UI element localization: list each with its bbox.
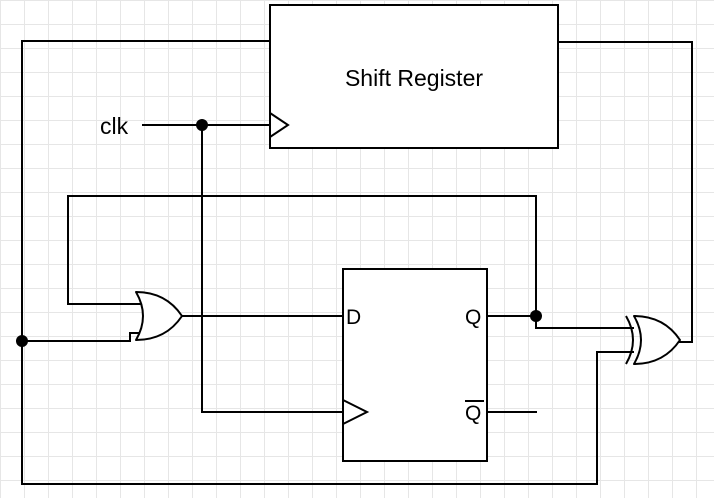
xor-gate [633, 315, 681, 365]
q-junction-dot [530, 310, 542, 322]
flipflop-qbar-label: Q [465, 402, 481, 425]
d-flipflop-block [342, 268, 488, 462]
flipflop-d-label: D [346, 306, 361, 329]
wire-shift-register-in [21, 40, 634, 485]
clk-label: clk [100, 113, 129, 139]
feedback-junction-dot [16, 335, 28, 347]
wire-q-to-xor [487, 315, 634, 329]
wire-or-input-b [22, 332, 144, 342]
shift-register-clock-triangle [269, 112, 290, 138]
wire-clk-branch [201, 125, 344, 413]
clk-junction-dot [196, 119, 208, 131]
or-gate [135, 291, 183, 341]
xor-gate-extra-arc [625, 315, 634, 365]
shift-register-label: Shift Register [345, 65, 483, 91]
flipflop-q-label: Q [465, 306, 481, 329]
wire-shift-register-out [558, 41, 693, 343]
flipflop-clock-triangle [342, 399, 370, 425]
wire-q-feedback [67, 195, 537, 316]
shift-register-block [269, 4, 559, 149]
